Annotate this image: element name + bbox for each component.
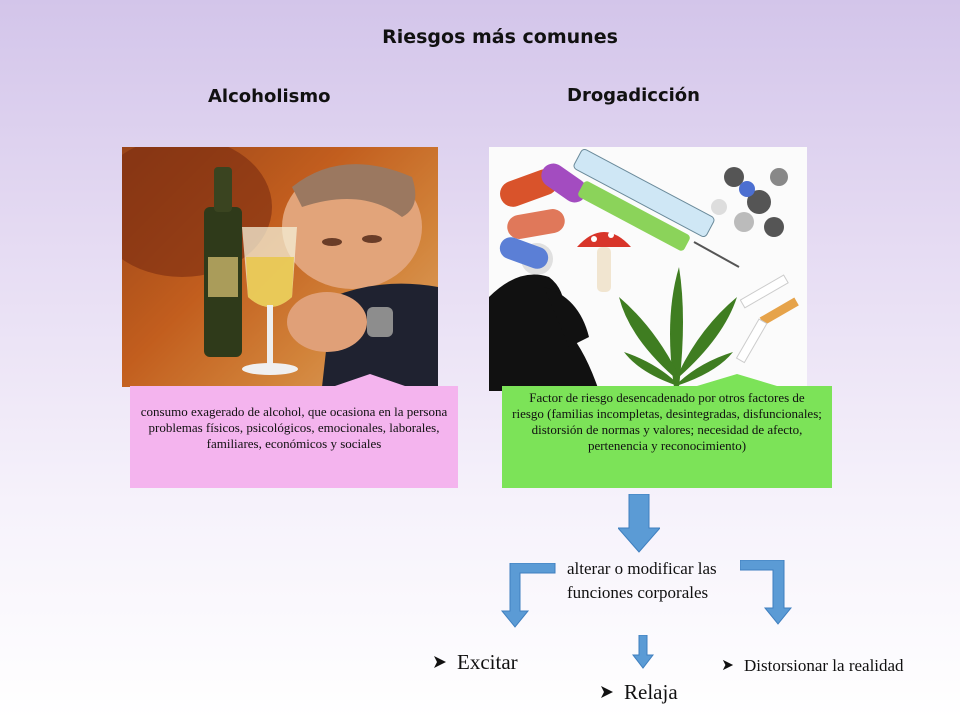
alcoholism-description: consumo exagerado de alcohol, que ocasio…: [140, 404, 448, 451]
down-arrow-icon: [618, 494, 660, 553]
effect-description: alterar o modificar las funciones corpor…: [567, 559, 717, 602]
drug-description-callout: Factor de riesgo desencadenado por otros…: [502, 374, 832, 488]
bent-arrow-right-icon: [740, 560, 792, 625]
arrowhead-bullet-icon: [600, 680, 614, 705]
outcome-label: Distorsionar la realidad: [744, 656, 904, 675]
slide-title: Riesgos más comunes: [382, 26, 618, 48]
alcoholism-description-callout: consumo exagerado de alcohol, que ocasio…: [130, 374, 458, 488]
outcome-relaja: Relaja: [600, 680, 678, 705]
drugs-photo: [489, 147, 807, 391]
heading-alcoholismo: Alcoholismo: [208, 86, 331, 107]
outcome-label: Relaja: [624, 680, 678, 704]
bent-arrow-left-icon: [500, 563, 556, 628]
small-down-arrow-icon: [632, 635, 654, 669]
drug-description: Factor de riesgo desencadenado por otros…: [512, 390, 822, 453]
outcome-distorsionar: Distorsionar la realidad: [722, 656, 904, 676]
outcome-excitar: Excitar: [433, 650, 518, 675]
alcoholism-photo: [122, 147, 438, 387]
arrowhead-bullet-icon: [433, 650, 447, 675]
heading-drogadiccion: Drogadicción: [567, 85, 700, 106]
outcome-label: Excitar: [457, 650, 518, 674]
arrowhead-bullet-icon: [722, 656, 734, 676]
